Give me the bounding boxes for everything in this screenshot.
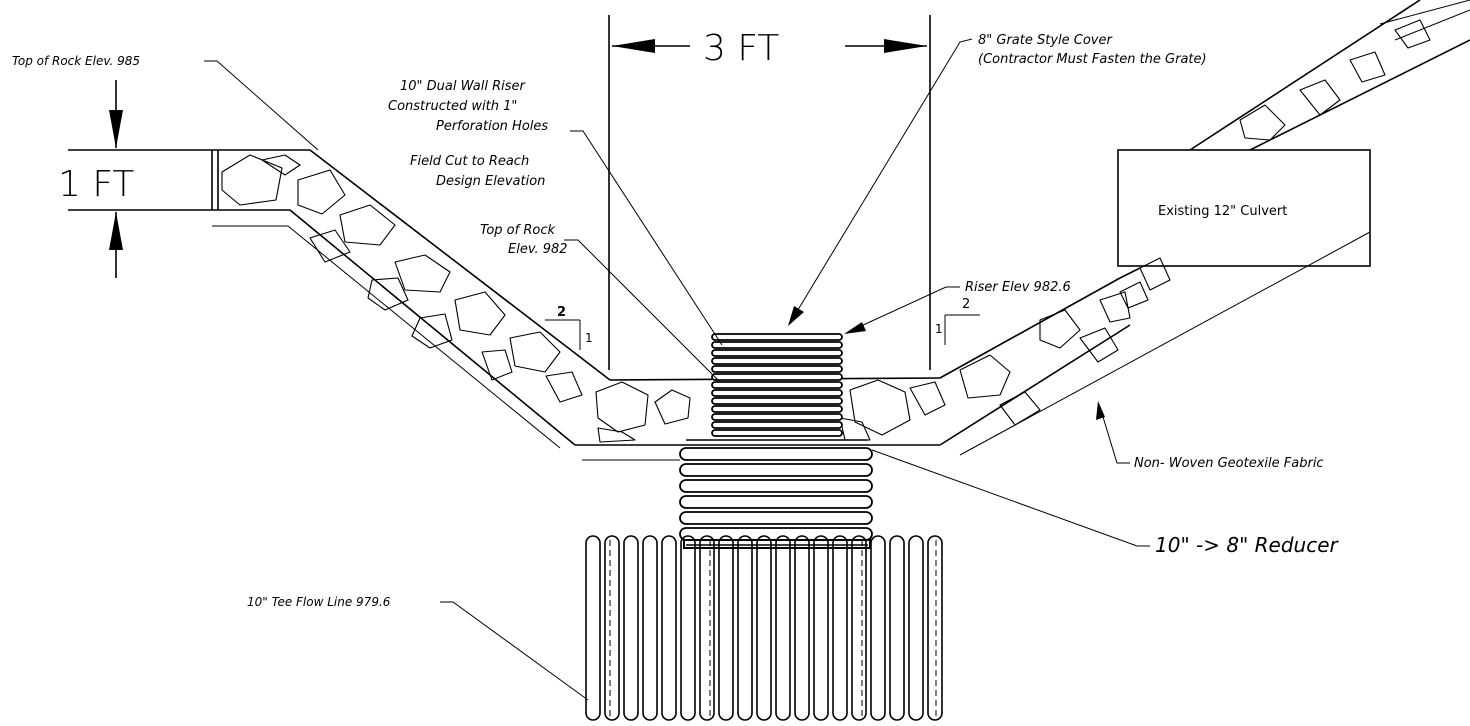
label-riser-1: 10" Dual Wall Riser: [400, 79, 526, 94]
reducer-rib: [679, 479, 873, 493]
tee-rib: [832, 535, 848, 721]
riser-rib: [711, 357, 843, 365]
label-grate-2: (Contractor Must Fasten the Grate): [978, 52, 1207, 67]
tee-rib: [604, 535, 620, 721]
riser-rib: [711, 429, 843, 437]
label-top-of-rock-2: Elev. 982: [508, 242, 568, 257]
tee-rib: [699, 535, 715, 721]
leader-geotextile: Non- Woven Geotexile Fabric: [1096, 401, 1324, 471]
slope-indicator-right: 2 1: [935, 297, 980, 345]
label-fieldcut-1: Field Cut to Reach: [410, 154, 529, 169]
leader-top-of-rock-lower: Top of Rock Elev. 982: [480, 223, 721, 383]
label-tee-flow-line: 10" Tee Flow Line 979.6: [247, 595, 391, 609]
tee-rib: [756, 535, 772, 721]
label-reducer: 10" -> 8" Reducer: [1155, 533, 1339, 557]
riser-rib: [711, 365, 843, 373]
tee-rib: [908, 535, 924, 721]
tee-rib: [623, 535, 639, 721]
riser-rib: [711, 349, 843, 357]
tee-rib: [585, 535, 601, 721]
leader-grate: 8" Grate Style Cover (Contractor Must Fa…: [788, 33, 1207, 326]
reducer-rib: [679, 447, 873, 461]
label-top-of-rock-985: Top of Rock Elev. 985: [12, 54, 140, 68]
leader-top-of-rock-upper: Top of Rock Elev. 985: [12, 54, 319, 151]
rock-layer-left: [211, 149, 611, 449]
leader-reducer: 10" -> 8" Reducer: [871, 449, 1339, 557]
tee-rib: [737, 535, 753, 721]
reducer-rib: [679, 511, 873, 525]
tee-rib: [794, 535, 810, 721]
riser-rib: [711, 397, 843, 405]
riser-rib: [711, 413, 843, 421]
reducer-section: [679, 439, 873, 549]
leader-tee-flow-line: 10" Tee Flow Line 979.6: [247, 595, 589, 701]
tee-rib: [813, 535, 829, 721]
tee-rib: [927, 535, 943, 721]
width-dimension-label: 3 FT: [703, 28, 779, 69]
culvert-label: Existing 12" Culvert: [1158, 204, 1287, 219]
leader-riser-elev: Riser Elev 982.6: [844, 280, 1071, 334]
leader-riser: 10" Dual Wall Riser Constructed with 1" …: [388, 79, 723, 346]
slope-left-rise: 1: [585, 331, 593, 345]
label-top-of-rock-1: Top of Rock: [480, 223, 555, 238]
slope-right-run: 2: [962, 297, 970, 312]
riser-rib: [711, 341, 843, 349]
riser-pipe: [711, 333, 843, 437]
riser-rib: [711, 373, 843, 381]
tee-rib: [661, 535, 677, 721]
label-riser-2: Constructed with 1": [388, 99, 517, 114]
label-riser-elev: Riser Elev 982.6: [965, 280, 1071, 295]
slope-indicator-left: 2 1: [545, 305, 593, 350]
width-dimension: 3 FT: [608, 15, 931, 370]
reducer-rib: [679, 463, 873, 477]
riser-rib: [711, 389, 843, 397]
slope-left-run: 2: [557, 305, 566, 320]
riser-rib: [711, 421, 843, 429]
rock-fragments: [221, 19, 1431, 443]
slope-right-rise: 1: [935, 322, 943, 336]
label-grate-1: 8" Grate Style Cover: [978, 33, 1114, 48]
label-fieldcut-2: Design Elevation: [436, 174, 545, 189]
rock-layer-right: [939, 0, 1470, 456]
label-geotextile: Non- Woven Geotexile Fabric: [1134, 456, 1324, 471]
riser-rib: [711, 333, 843, 341]
field-cut-note: Field Cut to Reach Design Elevation: [410, 154, 545, 189]
label-riser-3: Perforation Holes: [436, 119, 548, 134]
tee-rib: [718, 535, 734, 721]
tee-rib: [889, 535, 905, 721]
tee-rib: [642, 535, 658, 721]
tee-rib: [680, 535, 696, 721]
tee-pipe: [585, 535, 943, 721]
thickness-dimension: 1 FT: [58, 80, 212, 278]
tee-rib: [851, 535, 867, 721]
reducer-rib: [679, 495, 873, 509]
riser-rib: [711, 381, 843, 389]
thickness-dimension-label: 1 FT: [58, 164, 134, 205]
tee-rib: [870, 535, 886, 721]
reducer-rib: [679, 527, 873, 541]
tee-rib: [775, 535, 791, 721]
riser-rib: [711, 405, 843, 413]
existing-culvert: [1117, 149, 1371, 267]
